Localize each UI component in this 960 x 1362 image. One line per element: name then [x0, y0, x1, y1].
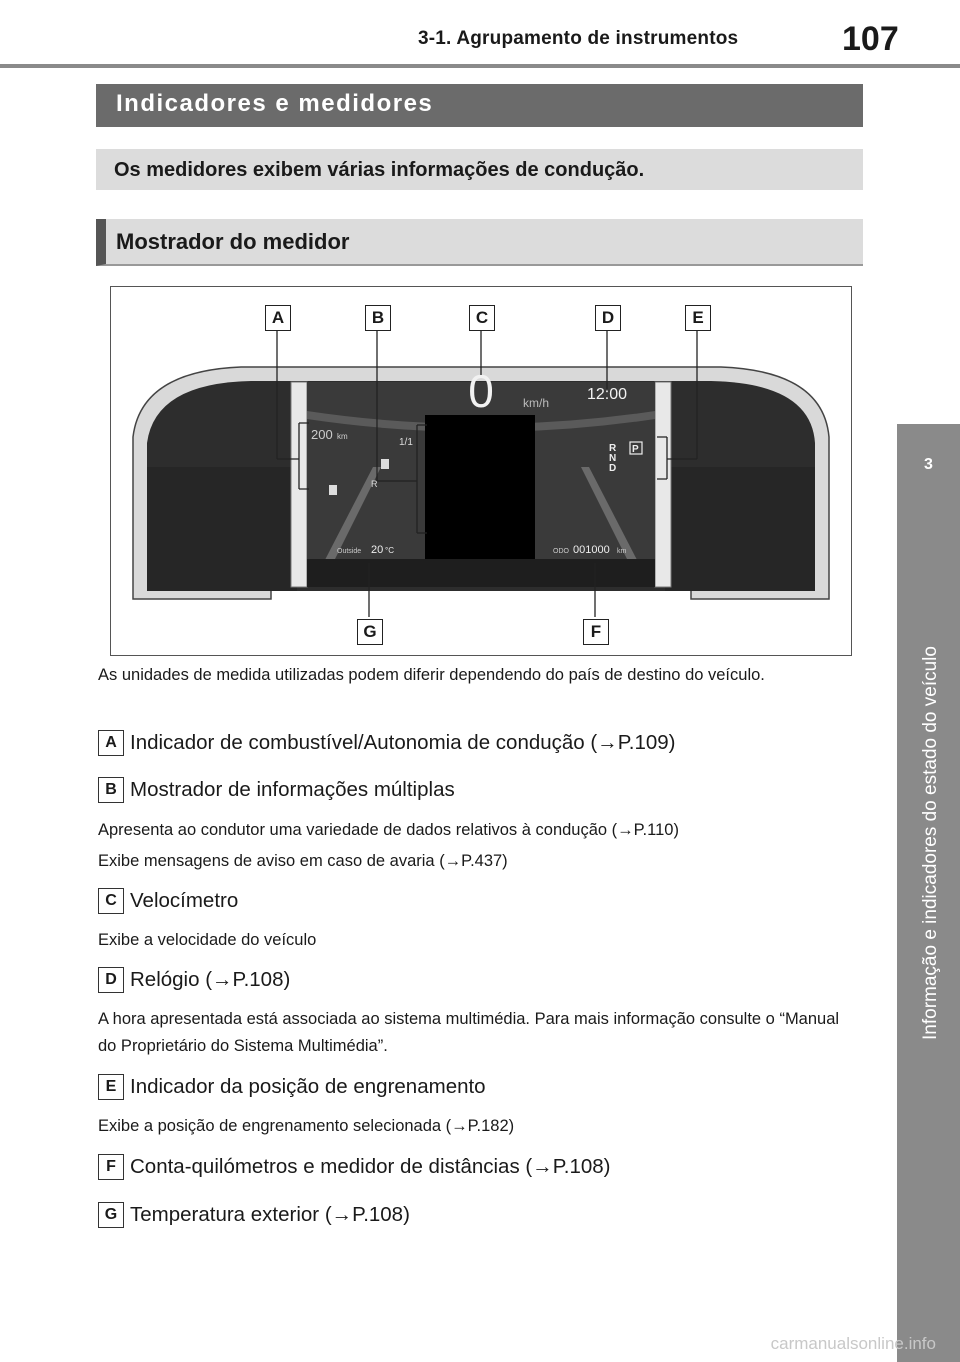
callout-a: A — [265, 305, 291, 331]
cluster-illustration: 0 km/h 12:00 200 km 1/1 R R N D P Outsid… — [132, 331, 830, 617]
outside-label: Outside — [337, 548, 361, 555]
item-f-label: F — [98, 1154, 124, 1180]
outside-temp: 20 — [371, 544, 383, 556]
item-f-title: Conta-quilómetros e medidor de distância… — [130, 1155, 611, 1178]
item-b: B Mostrador de informações múltiplas — [98, 777, 455, 803]
odo-unit: km — [617, 548, 627, 555]
item-b-label: B — [98, 777, 124, 803]
fuel-pump-small-icon — [381, 459, 389, 469]
fuel-empty-mark: R — [371, 479, 378, 489]
item-c-desc-1: Exibe a velocidade do veículo — [98, 931, 317, 949]
item-d-desc-1: A hora apresentada está associada ao sis… — [98, 1010, 840, 1055]
fuel-pump-icon — [329, 485, 337, 495]
item-e-desc-1: Exibe a posição de engrenamento selecion… — [98, 1117, 515, 1135]
multi-info-display — [425, 415, 535, 559]
item-d-title: Relógio (→P.108) — [130, 968, 291, 991]
right-pillar — [654, 381, 672, 588]
item-f: F Conta-quilómetros e medidor de distânci… — [98, 1154, 610, 1180]
section-header: 3-1. Agrupamento de instrumentos — [418, 28, 739, 49]
item-d-label: D — [98, 967, 124, 993]
callout-d: D — [595, 305, 621, 331]
main-title-bar: Indicadores e medidores — [96, 84, 863, 127]
park-indicator: P — [632, 444, 639, 455]
units-note: As unidades de medida utilizadas podem d… — [98, 666, 765, 684]
item-e-label: E — [98, 1074, 124, 1100]
item-g-label: G — [98, 1202, 124, 1228]
right-panel — [665, 467, 815, 591]
clock-value: 12:00 — [587, 386, 627, 403]
watermark: carmanualsonline.info — [770, 1334, 936, 1353]
item-c-label: C — [98, 888, 124, 914]
callout-g: G — [357, 619, 383, 645]
item-b-desc-2: Exibe mensagens de aviso em caso de avar… — [98, 852, 508, 870]
speed-unit: km/h — [523, 396, 549, 410]
odo-label: ODO — [553, 548, 570, 555]
section-title-bar: Mostrador do medidor — [96, 219, 863, 266]
item-c: C Velocímetro — [98, 888, 238, 914]
item-g-title: Temperatura exterior (→P.108) — [130, 1203, 410, 1226]
item-d: D Relógio (→P.108) — [98, 967, 290, 993]
item-b-desc-1: Apresenta ao condutor uma variedade de d… — [98, 821, 679, 839]
callout-b: B — [365, 305, 391, 331]
instrument-cluster-figure: 0 km/h 12:00 200 km 1/1 R R N D P Outsid… — [110, 286, 852, 656]
subtitle-bar: Os medidores exibem várias informações d… — [96, 149, 863, 190]
callout-leader-lines — [276, 331, 698, 617]
item-c-title: Velocímetro — [130, 889, 239, 912]
item-a: A Indicador de combustível/Autonomia de c… — [98, 730, 675, 756]
main-title: Indicadores e medidores — [116, 90, 434, 117]
subtitle: Os medidores exibem várias informações d… — [114, 159, 645, 181]
item-e: E Indicador da posição de engrenamento — [98, 1074, 486, 1100]
callout-f: F — [583, 619, 609, 645]
range-unit: km — [337, 432, 348, 441]
chapter-title: Informação e indicadores do estado do ve… — [920, 646, 941, 1040]
item-b-title: Mostrador de informações múltiplas — [130, 778, 455, 801]
odo-value: 001000 — [573, 544, 610, 556]
chapter-tab — [897, 424, 960, 1362]
item-e-title: Indicador da posição de engrenamento — [130, 1075, 486, 1098]
callout-c: C — [469, 305, 495, 331]
callout-e: E — [685, 305, 711, 331]
chapter-number: 3 — [924, 456, 933, 473]
header-rule — [0, 64, 960, 68]
range-value: 200 — [311, 427, 333, 442]
item-a-title: Indicador de combustível/Autonomia de co… — [130, 731, 676, 754]
section-title: Mostrador do medidor — [116, 229, 350, 254]
gear-n: N — [609, 453, 616, 464]
page-number: 107 — [842, 20, 899, 58]
fuel-fraction: 1/1 — [399, 437, 413, 448]
item-g: G Temperatura exterior (→P.108) — [98, 1202, 410, 1228]
gear-r: R — [609, 443, 617, 454]
item-a-label: A — [98, 730, 124, 756]
temp-unit: °C — [385, 546, 394, 555]
left-panel — [147, 467, 297, 591]
gear-d: D — [609, 463, 616, 474]
